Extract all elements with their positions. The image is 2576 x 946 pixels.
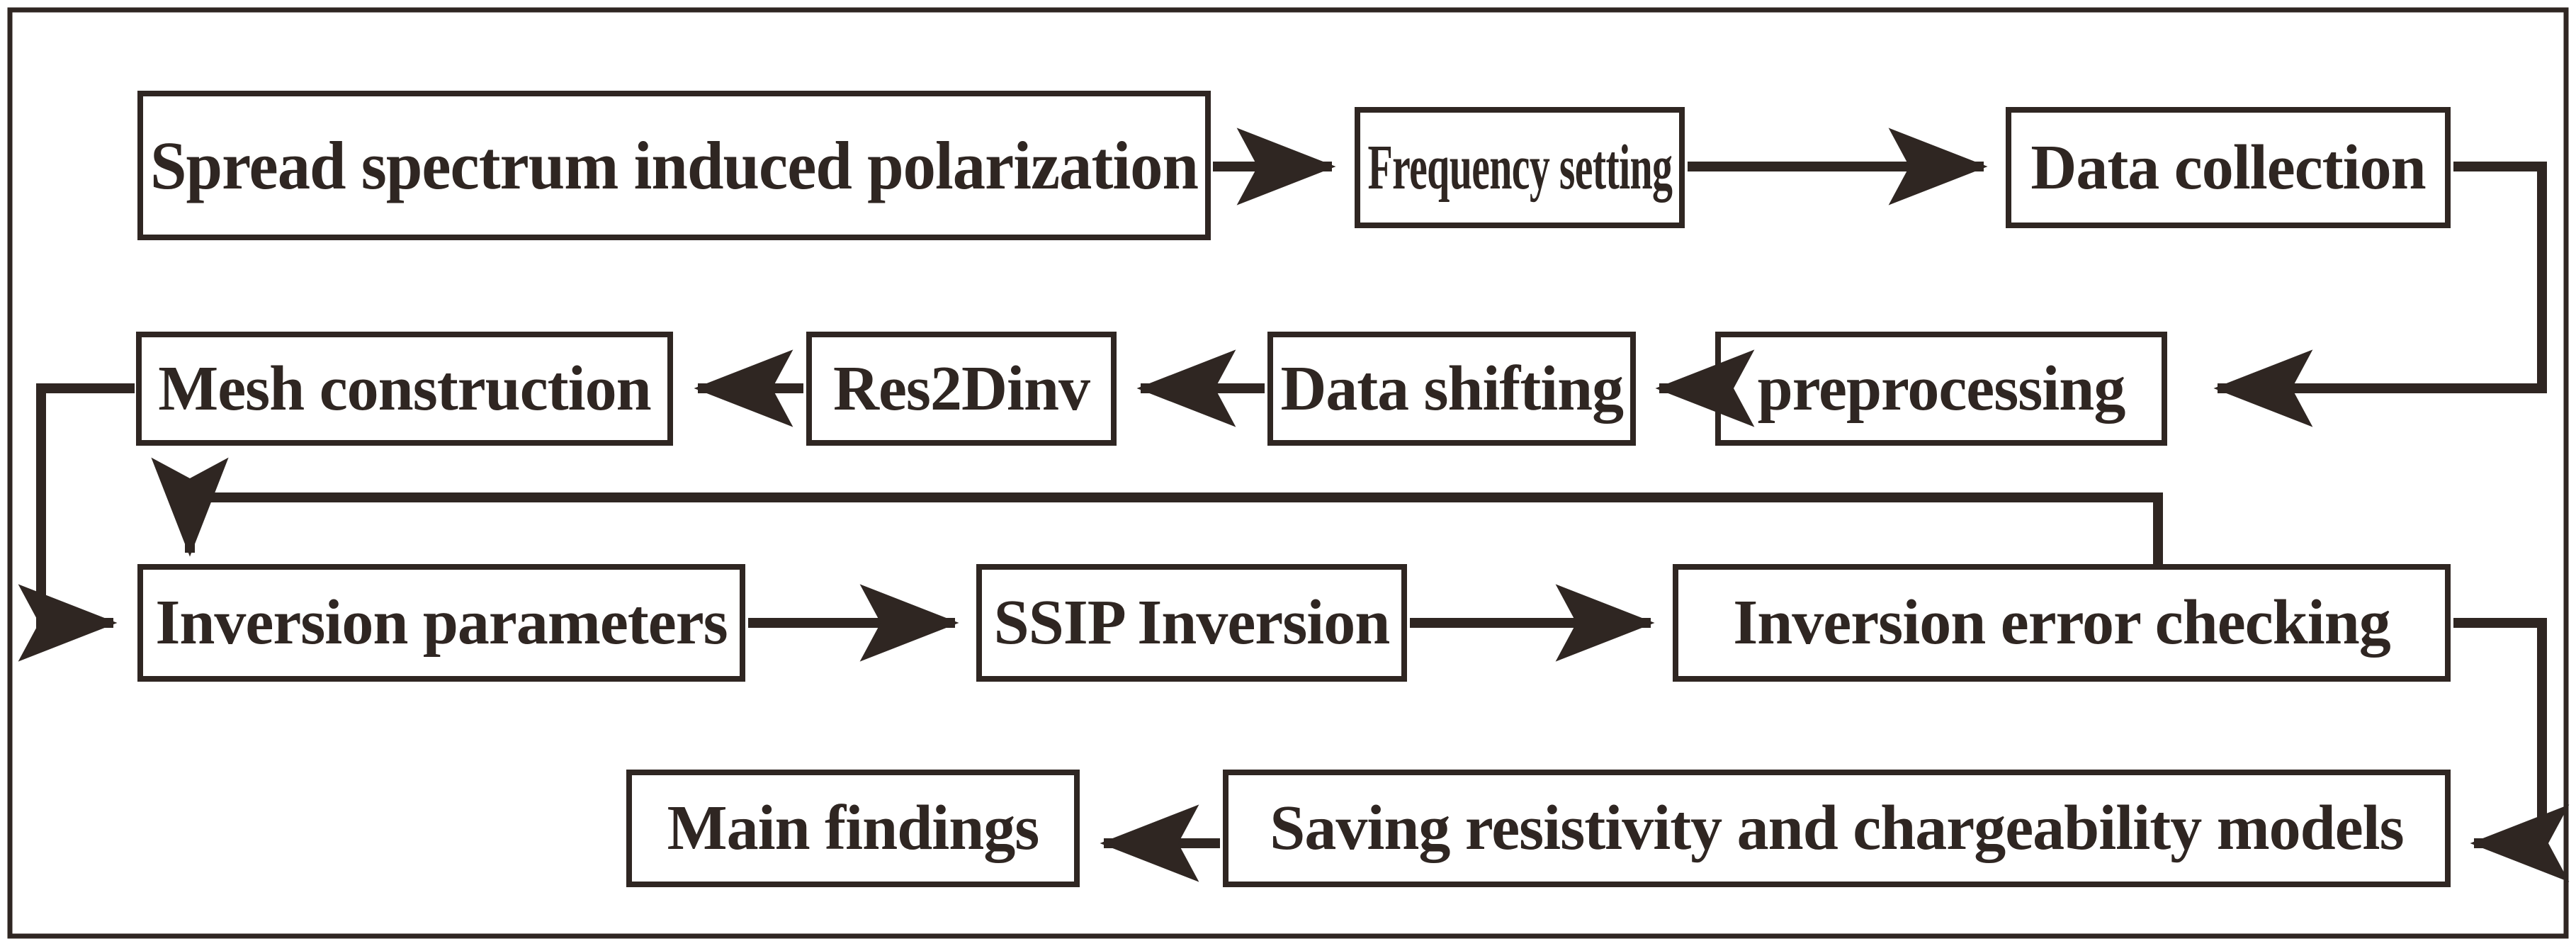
node-ssip-inversion[interactable] <box>979 567 1404 679</box>
node-box-res2dinv[interactable] <box>806 332 1117 446</box>
node-box-data-collection[interactable] <box>2006 107 2451 228</box>
node-main-findings[interactable] <box>629 772 1077 884</box>
node-inversion-parameters[interactable] <box>140 567 742 679</box>
node-box-main-findings[interactable] <box>626 770 1080 887</box>
node-box-ssip-inversion[interactable] <box>976 564 1407 682</box>
node-inversion-error-checking[interactable] <box>1676 567 2448 679</box>
edge-mesh-construction-to-inversion-parameters <box>18 383 135 662</box>
node-box-mesh-construction[interactable] <box>136 332 673 446</box>
node-box-inversion-parameters[interactable] <box>137 564 745 682</box>
edge-data-collection-to-preprocessing <box>2213 162 2547 427</box>
node-preprocessing[interactable] <box>1718 334 2164 443</box>
outer-frame <box>7 7 2569 939</box>
node-box-saving-models[interactable] <box>1223 770 2451 887</box>
node-box-inversion-error-checking[interactable] <box>1673 564 2451 682</box>
node-frequency-setting[interactable] <box>1357 110 1682 225</box>
node-box-data-shifting[interactable] <box>1267 332 1636 446</box>
node-mesh-construction[interactable] <box>139 334 670 443</box>
node-data-shifting[interactable] <box>1270 334 1633 443</box>
node-saving-models[interactable] <box>1226 772 2448 884</box>
node-data-collection[interactable] <box>2009 110 2448 225</box>
node-spread-spectrum[interactable] <box>140 94 1208 237</box>
edge-inversion-error-checking-feedback-to-inversion-parameters <box>151 457 2163 564</box>
node-box-frequency-setting[interactable] <box>1355 107 1685 228</box>
node-res2dinv[interactable] <box>809 334 1114 443</box>
edge-inversion-error-checking-to-saving-models <box>2453 618 2570 882</box>
node-box-spread-spectrum[interactable] <box>137 91 1211 240</box>
